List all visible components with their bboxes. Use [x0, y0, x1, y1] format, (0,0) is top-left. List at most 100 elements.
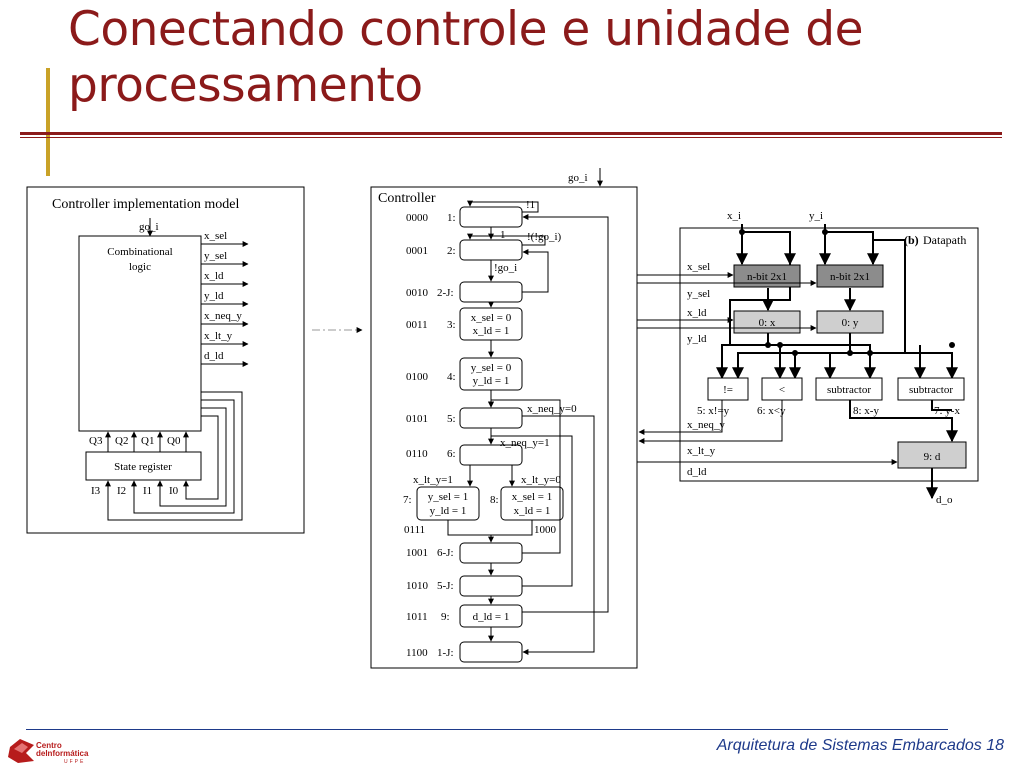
controller-title: Controller: [378, 191, 436, 206]
combinational-logic-block: [78, 235, 202, 432]
op-sub-yx: [897, 377, 965, 401]
svg-text:x_ld = 1: x_ld = 1: [473, 325, 510, 337]
svg-text:8:: 8:: [490, 494, 499, 506]
footer-line: [26, 729, 948, 730]
state-1j: [459, 641, 523, 663]
dp-input-y-i: y_i: [809, 210, 823, 222]
accent-bar-vertical: [46, 68, 50, 176]
state-register-block: [85, 451, 202, 481]
state-5: [459, 407, 523, 429]
op-label-sub-xy: 8: x-y: [853, 405, 879, 417]
svg-text:1010: 1010: [406, 580, 429, 592]
svg-text:x_sel = 0: x_sel = 0: [471, 312, 512, 324]
svg-text:!=: !=: [723, 384, 733, 396]
svg-text:y_sel: y_sel: [687, 288, 710, 300]
reg-d-label: 9: d: [924, 451, 941, 463]
mux-y: [816, 264, 884, 288]
fsm-states: [416, 206, 564, 663]
dp-wires: [716, 224, 958, 500]
model-out-x-ld: x_ld: [204, 270, 224, 282]
model-out-y-sel: y_sel: [204, 250, 227, 262]
op-neq: [707, 377, 749, 401]
svg-text:x_neq_y=0: x_neq_y=0: [527, 403, 577, 415]
reg-y-label: 0: y: [842, 317, 859, 329]
title-underline: [20, 132, 1002, 135]
svg-text:subtractor: subtractor: [909, 384, 953, 396]
svg-text:subtractor: subtractor: [827, 384, 871, 396]
svg-text:6:: 6:: [447, 448, 456, 460]
svg-text:2-J:: 2-J:: [437, 287, 454, 299]
reg-y: [816, 310, 884, 334]
state-6j: [459, 542, 523, 564]
svg-text:y_ld = 1: y_ld = 1: [473, 375, 510, 387]
i1-label: I1: [143, 485, 152, 497]
op-label-lt: 6: x<y: [757, 405, 786, 417]
svg-text:0101: 0101: [406, 413, 428, 425]
logo-text-1: Centro: [36, 741, 62, 750]
svg-text:1001: 1001: [406, 547, 428, 559]
reg-d: [897, 441, 967, 469]
svg-text:7:: 7:: [403, 494, 412, 506]
svg-text:1: 1: [500, 229, 506, 241]
svg-text:x_ld = 1: x_ld = 1: [514, 505, 551, 517]
svg-text:0111: 0111: [404, 524, 425, 536]
footer-text: Arquitetura de Sistemas Embarcados 18: [716, 737, 1004, 754]
model-out-x-lt-y: x_lt_y: [204, 330, 233, 342]
i0-label: I0: [169, 485, 179, 497]
state-register-label: State register: [114, 461, 172, 473]
fsm-transitions: [447, 200, 609, 655]
svg-text:1-J:: 1-J:: [437, 647, 454, 659]
state-5j: [459, 575, 523, 597]
control-signals: [637, 272, 898, 465]
svg-text:6-J:: 6-J:: [437, 547, 454, 559]
model-go-i-label: go_i: [139, 221, 159, 233]
dp-input-x-i: x_i: [727, 210, 741, 222]
svg-text:0010: 0010: [406, 287, 429, 299]
svg-text:x_lt_y: x_lt_y: [687, 445, 716, 457]
model-frame: [26, 186, 305, 534]
q0-label: Q0: [167, 435, 181, 447]
svg-text:!(!go_i): !(!go_i): [527, 231, 562, 243]
title-underline-thin: [20, 137, 1002, 138]
svg-text:2:: 2:: [447, 245, 456, 257]
svg-text:!1: !1: [526, 199, 535, 211]
svg-text:9:: 9:: [441, 611, 450, 623]
svg-text:1:: 1:: [447, 212, 456, 224]
svg-text:4:: 4:: [447, 371, 456, 383]
fsm-transition-labels: !1 1 !(!go_i) !go_i x_neq_y=0 x_neq_y=1 …: [413, 199, 577, 486]
svg-text:0100: 0100: [406, 371, 429, 383]
svg-text:1100: 1100: [406, 647, 428, 659]
i-signals: I3 I2 I1 I0: [91, 391, 243, 521]
svg-text:y_sel = 1: y_sel = 1: [428, 491, 468, 503]
model-outputs: x_sel y_sel x_ld y_ld x_neq_y x_lt_y d_l…: [201, 230, 249, 367]
state-2: [459, 239, 523, 261]
cin-ufpe-logo-icon: [8, 739, 34, 763]
model-out-x-sel: x_sel: [204, 230, 227, 242]
svg-text:3:: 3:: [447, 319, 456, 331]
svg-text:y_ld: y_ld: [687, 333, 707, 345]
svg-text:0011: 0011: [406, 319, 428, 331]
svg-text:!go_i: !go_i: [494, 262, 517, 274]
fsm-state-actions: x_sel = 0 x_ld = 1 y_sel = 0 y_ld = 1 y_…: [428, 312, 552, 623]
logo-text-2: deInformática: [36, 749, 89, 758]
svg-text:0110: 0110: [406, 448, 428, 460]
i3-label: I3: [91, 485, 101, 497]
i2-label: I2: [117, 485, 126, 497]
state-1: [459, 206, 523, 228]
svg-text:y_sel = 0: y_sel = 0: [471, 362, 512, 374]
op-label-sub-yx: 7: y-x: [934, 405, 960, 417]
svg-text:1000: 1000: [534, 524, 557, 536]
q-signals: Q3 Q2 Q1 Q0: [89, 431, 189, 452]
q1-label: Q1: [141, 435, 154, 447]
logo-text-3: UFPE: [64, 759, 86, 765]
op-label-neq: 5: x!=y: [697, 405, 730, 417]
svg-text:1011: 1011: [406, 611, 428, 623]
svg-text:5-J:: 5-J:: [437, 580, 454, 592]
dp-junctions: [739, 229, 955, 356]
svg-text:x_neq_y: x_neq_y: [687, 419, 725, 431]
svg-text:5:: 5:: [447, 413, 456, 425]
svg-text:<: <: [779, 384, 785, 396]
slide-title: Conectando controle e unidade de process…: [68, 2, 864, 113]
